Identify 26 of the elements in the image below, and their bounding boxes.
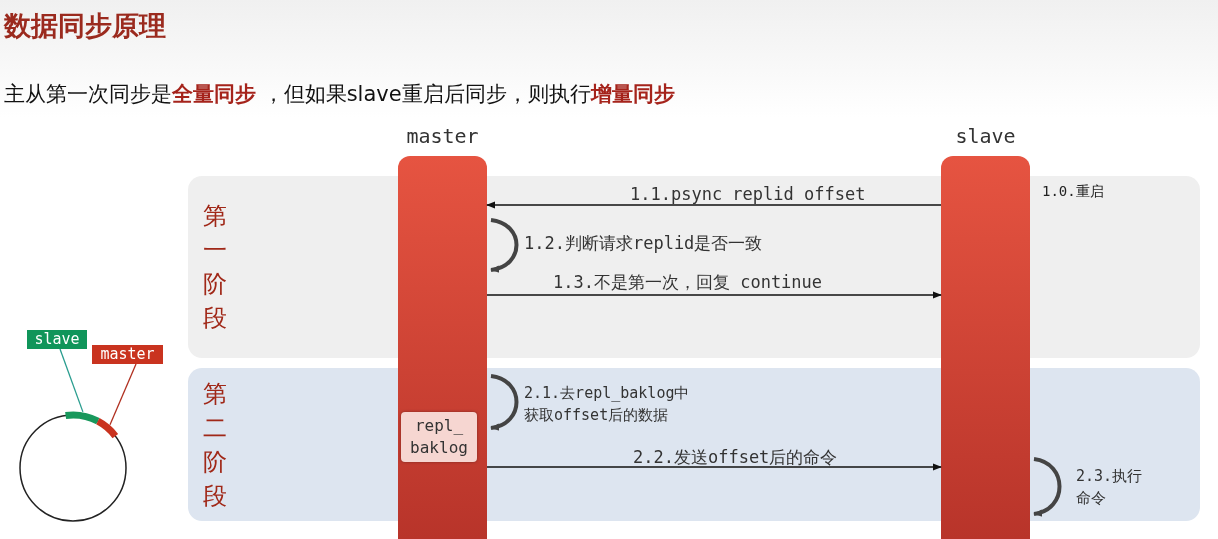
- curved-arrow: [1033, 457, 1062, 516]
- edge-label: 1.1.psync replid offset: [630, 183, 866, 205]
- buffer-box: repl_ baklog: [401, 412, 477, 462]
- leader-line: [109, 363, 137, 426]
- leader-line: [59, 348, 84, 413]
- curved-arrow: [490, 374, 519, 430]
- edge-label: 1.2.判断请求replid是否一致: [524, 232, 763, 254]
- phase-label: 第二阶段: [202, 378, 228, 512]
- lifeline-label: master: [405, 124, 480, 148]
- edge-label: 1.3.不是第一次，回复 continue: [553, 271, 823, 293]
- note: 1.0.重启: [1042, 183, 1104, 201]
- arrow: [486, 291, 942, 299]
- tag-label: slave: [27, 330, 87, 349]
- arrow: [486, 463, 942, 471]
- arrow: [486, 201, 942, 209]
- title: 数据同步原理: [4, 9, 166, 43]
- arc-segment: [96, 418, 118, 439]
- subtitle: 主从第一次同步是全量同步 ，但如果slave重启后同步，则执行增量同步: [4, 81, 675, 108]
- lifeline-label: slave: [954, 124, 1017, 148]
- phase-label: 第一阶段: [202, 201, 228, 334]
- tag-label: master: [92, 345, 163, 364]
- arc-segment: [65, 411, 100, 425]
- edge-label: 2.1.去repl_baklog中获取offset后的数据: [524, 383, 691, 426]
- edge-label: 2.3.执行命令: [1076, 466, 1144, 509]
- edge-label: 2.2.发送offset后的命令: [633, 446, 838, 468]
- curved-arrow: [490, 218, 519, 272]
